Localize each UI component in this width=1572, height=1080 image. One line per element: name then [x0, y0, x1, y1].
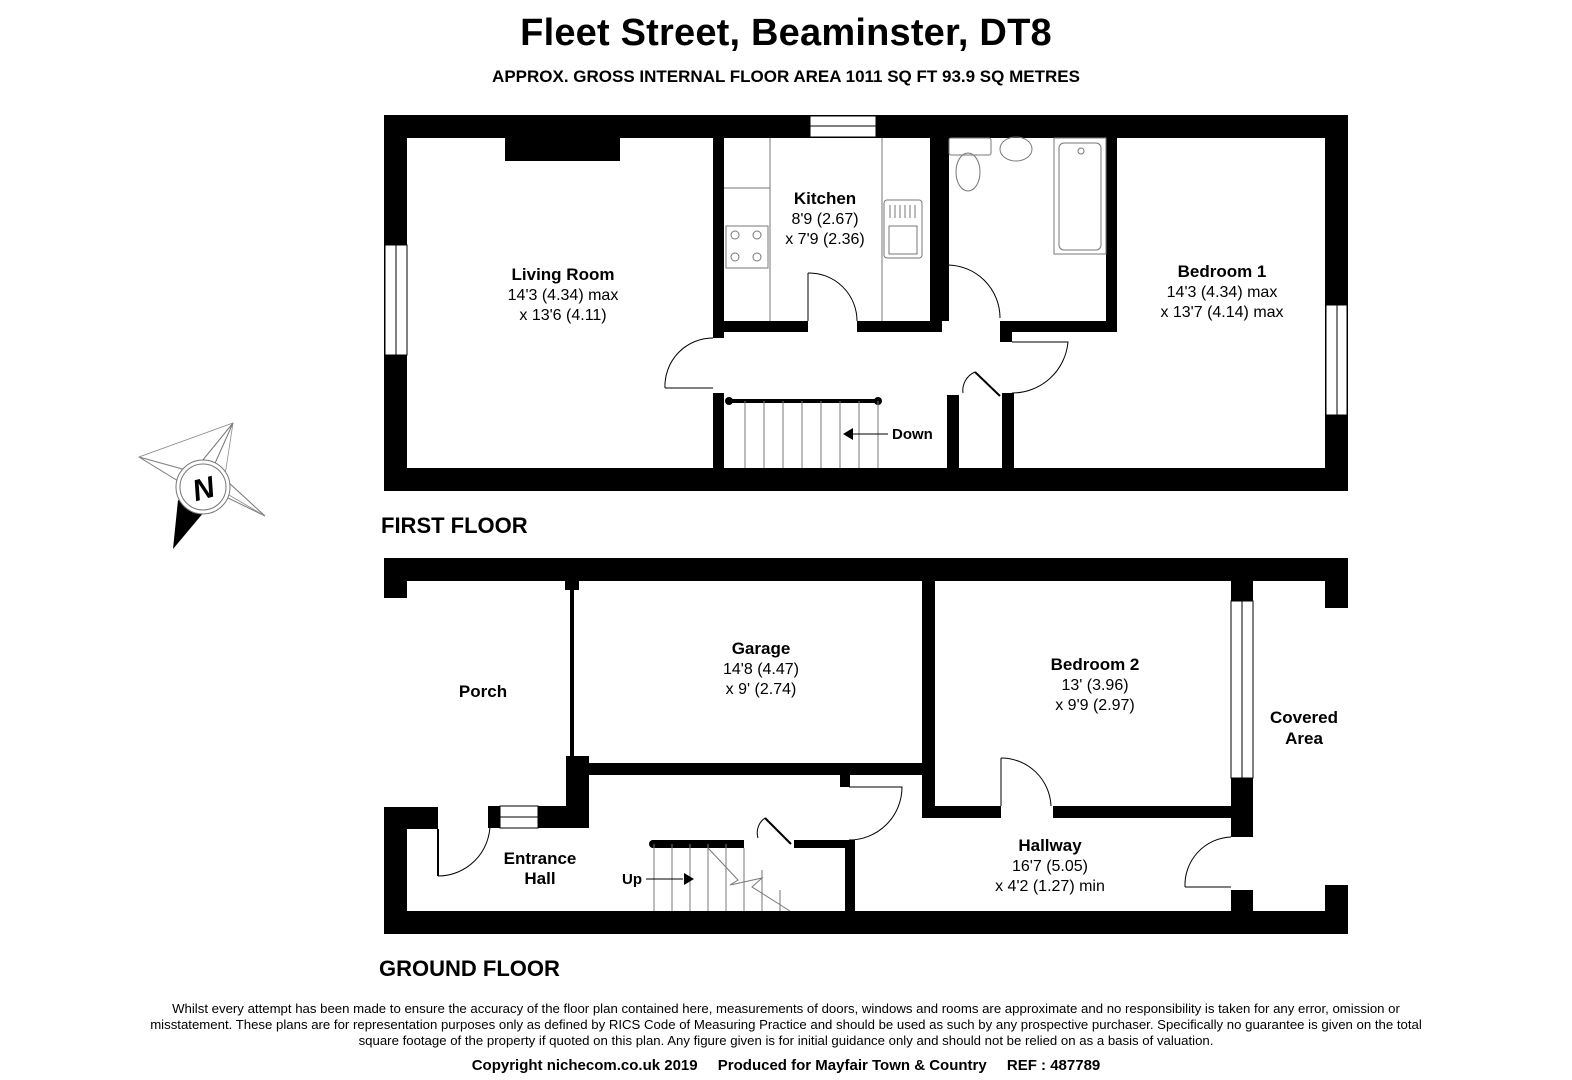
reference-number: REF : 487789 [1006, 1057, 1101, 1074]
svg-text:x 13'6 (4.11): x 13'6 (4.11) [519, 307, 606, 324]
room-living-room: Living Room 14'3 (4.34) max x 13'6 (4.11… [508, 265, 619, 324]
floor-area-subtitle: APPROX. GROSS INTERNAL FLOOR AREA 1011 S… [492, 67, 1080, 86]
room-bedroom-2: Bedroom 2 13' (3.96) x 9'9 (2.97) [1051, 655, 1140, 714]
room-bedroom-1: Bedroom 1 14'3 (4.34) max x 13'7 (4.14) … [1160, 262, 1283, 321]
svg-text:Covered: Covered [1270, 708, 1338, 727]
svg-text:Entrance: Entrance [504, 849, 577, 868]
svg-text:x 4'2 (1.27) min: x 4'2 (1.27) min [995, 878, 1105, 895]
copyright-line: Copyright nichecom.co.uk 2019 Produced f… [0, 1057, 1572, 1074]
svg-text:14'8 (4.47): 14'8 (4.47) [723, 661, 799, 678]
stairs-down-label: Down [892, 426, 933, 443]
compass-icon: N [137, 422, 266, 549]
room-entrance-hall: Entrance Hall [504, 849, 577, 888]
svg-text:Hallway: Hallway [1018, 836, 1082, 855]
room-porch: Porch [459, 682, 507, 701]
page-title: Fleet Street, Beaminster, DT8 [520, 12, 1052, 54]
svg-text:x 13'7 (4.14) max: x 13'7 (4.14) max [1160, 304, 1283, 321]
svg-text:Porch: Porch [459, 682, 507, 701]
disclaimer-text: Whilst every attempt has been made to en… [150, 1001, 1422, 1048]
svg-text:8'9 (2.67): 8'9 (2.67) [791, 211, 858, 228]
svg-text:Bedroom 2: Bedroom 2 [1051, 655, 1140, 674]
room-garage: Garage 14'8 (4.47) x 9' (2.74) [723, 639, 799, 698]
svg-text:Kitchen: Kitchen [794, 189, 856, 208]
svg-text:x 9' (2.74): x 9' (2.74) [726, 681, 797, 698]
svg-text:14'3 (4.34) max: 14'3 (4.34) max [1167, 284, 1278, 301]
svg-text:x 7'9 (2.36): x 7'9 (2.36) [785, 231, 865, 248]
svg-text:16'7 (5.05): 16'7 (5.05) [1012, 858, 1088, 875]
ground-floor-label: GROUND FLOOR [379, 956, 560, 981]
room-hallway: Hallway 16'7 (5.05) x 4'2 (1.27) min [995, 836, 1105, 895]
first-floor-plan: Down Living Room 14'3 (4.34) max x 13'6 … [384, 115, 1348, 491]
svg-text:Garage: Garage [732, 639, 791, 658]
svg-text:14'3 (4.34) max: 14'3 (4.34) max [508, 287, 619, 304]
produced-for-text: Produced for Mayfair Town & Country [717, 1057, 987, 1074]
first-floor-label: FIRST FLOOR [381, 513, 528, 538]
svg-text:Area: Area [1285, 729, 1323, 748]
svg-text:Living Room: Living Room [512, 265, 615, 284]
room-covered-area: Covered Area [1270, 708, 1338, 748]
svg-text:13' (3.96): 13' (3.96) [1061, 677, 1128, 694]
ground-floor-plan: Up Porch Garage 14'8 (4.47) x 9' (2.74) … [384, 558, 1348, 934]
room-kitchen: Kitchen 8'9 (2.67) x 7'9 (2.36) [785, 189, 865, 248]
svg-text:x 9'9 (2.97): x 9'9 (2.97) [1055, 697, 1135, 714]
stairs-up-label: Up [622, 871, 642, 888]
svg-text:Bedroom 1: Bedroom 1 [1178, 262, 1267, 281]
copyright-text: Copyright nichecom.co.uk 2019 [471, 1057, 698, 1074]
svg-text:Hall: Hall [524, 869, 555, 888]
